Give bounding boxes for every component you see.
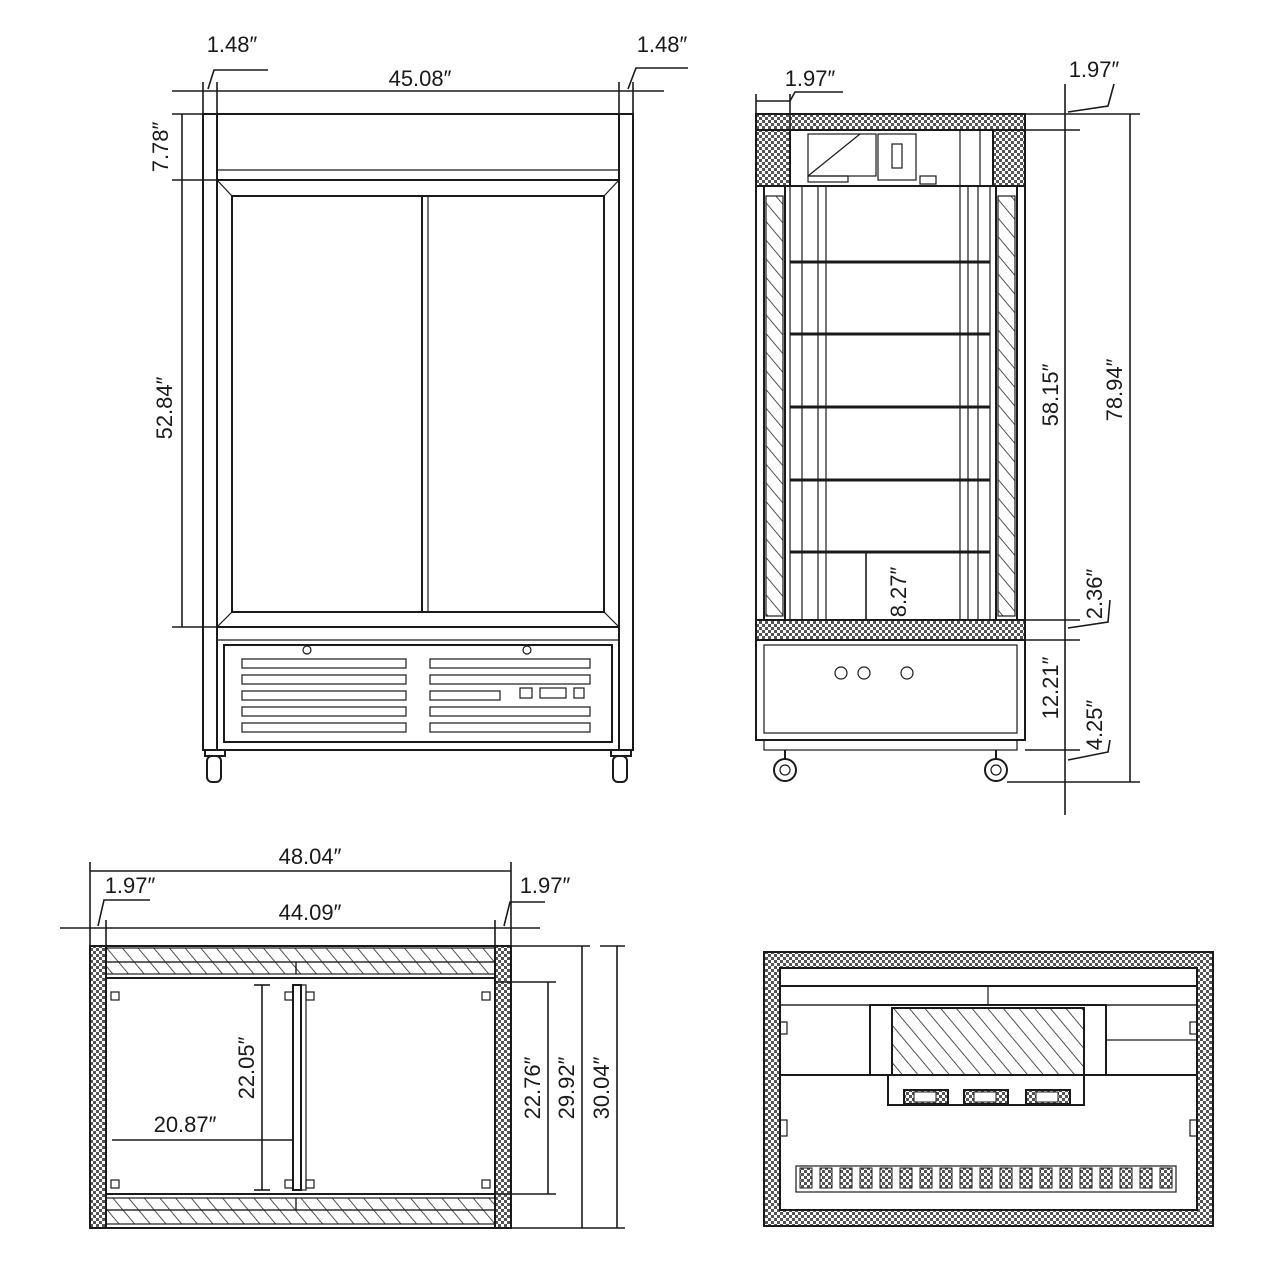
side-caster-height-label: 4.25″ [1082, 699, 1107, 750]
side-top-insulation [755, 113, 1026, 131]
front-side-right-label: 1.48″ [637, 32, 688, 57]
side-front-offset-label: 1.97″ [785, 66, 836, 91]
plan-inner-depth-label: 29.92″ [554, 1056, 579, 1119]
side-caster-front [773, 750, 797, 782]
right-door-glass [421, 195, 605, 613]
plan-right-wall [494, 945, 512, 1229]
front-inner-width-label: 45.08″ [389, 66, 452, 91]
top-section-view [763, 951, 1214, 1227]
plan-door-depth-label: 22.05″ [234, 1036, 259, 1099]
right-post [618, 113, 634, 751]
door-frame [216, 179, 620, 628]
fan-units [903, 1089, 1071, 1105]
plan-wall-left-label: 1.97″ [105, 873, 156, 898]
plan-wall-right-label: 1.97″ [520, 873, 571, 898]
side-caster-back [984, 750, 1008, 782]
front-caster-right [610, 749, 632, 783]
plan-inner-width-label: 44.09″ [279, 900, 342, 925]
side-base-panel [755, 639, 1026, 741]
front-top-height-label: 7.78″ [148, 121, 173, 172]
plan-overall-depth-label: 30.04″ [589, 1056, 614, 1119]
control-panel [519, 687, 585, 699]
front-caster-left [204, 749, 226, 783]
side-floor-gap-label: 2.36″ [1082, 568, 1107, 619]
condenser-vents [795, 1165, 1177, 1193]
plan-door-width-label: 20.87″ [154, 1112, 217, 1137]
base-panel [216, 626, 620, 751]
right-vent-grille [429, 658, 591, 733]
left-post [202, 113, 218, 751]
plan-shelf-depth-label: 22.76″ [520, 1056, 545, 1119]
side-bottom-shelf-label: 8.27″ [886, 566, 911, 617]
left-door-glass [231, 195, 423, 613]
side-overall-height-label: 78.94″ [1102, 358, 1127, 421]
plan-overall-width-label: 48.04″ [279, 844, 342, 869]
plan-left-wall [89, 945, 107, 1229]
evaporator-coil [891, 1007, 1085, 1076]
front-side-left-label: 1.48″ [207, 32, 258, 57]
plan-view: 48.04″ 1.97″ 1.97″ 44.09″ 22.05″ 20.87″ … [60, 844, 625, 1229]
front-door-height-label: 52.84″ [152, 376, 177, 439]
side-top-offset-label: 1.97″ [1069, 57, 1120, 82]
side-view: 1.97″ 1.97″ 58.15″ 78.94″ 8.27″ 2.36″ 12… [755, 57, 1140, 815]
left-vent-grille [241, 658, 407, 733]
side-floor-insulation [755, 619, 1026, 641]
front-view: 1.48″ 1.48″ 45.08″ 7.78″ 52.84″ [148, 32, 688, 783]
side-interior-height-label: 58.15″ [1038, 363, 1063, 426]
side-shelves [790, 185, 996, 554]
side-base-height-label: 12.21″ [1038, 656, 1063, 719]
